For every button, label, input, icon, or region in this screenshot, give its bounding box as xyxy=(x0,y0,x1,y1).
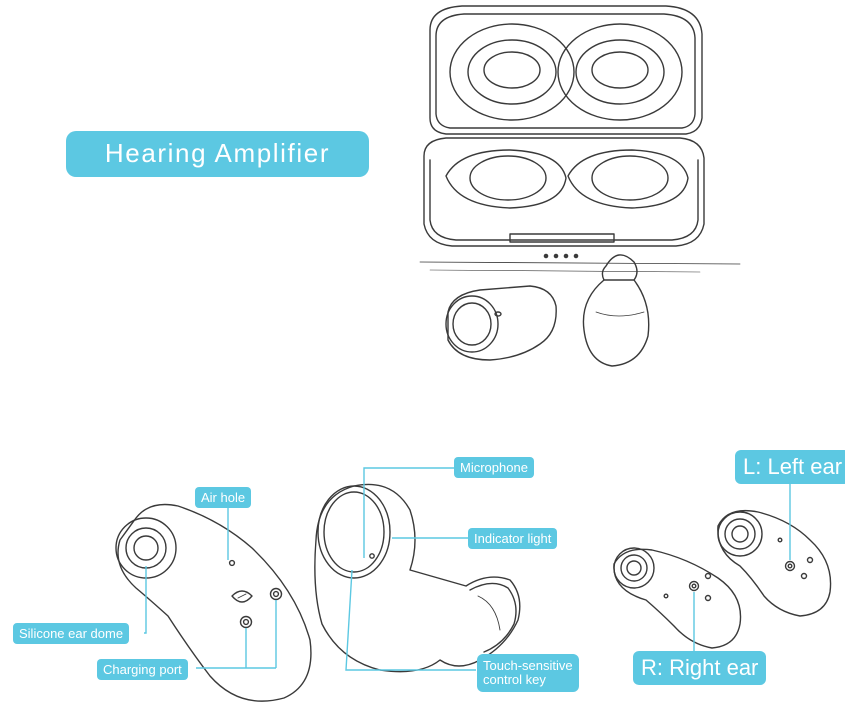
charging-case-drawing xyxy=(419,5,741,367)
touch-control-key-label: Touch-sensitive control key xyxy=(477,654,579,692)
ear-dome-leader xyxy=(144,566,147,634)
touch-control-leader xyxy=(345,569,476,671)
charging-port-label: Charging port xyxy=(97,659,188,680)
air-hole-label: Air hole xyxy=(195,487,252,508)
charging-port-leader xyxy=(196,600,277,669)
indicator-light-label: Indicator light xyxy=(468,528,558,549)
page-title: Hearing Amplifier xyxy=(104,138,331,169)
right-ear-label: R: Right ear xyxy=(633,651,767,685)
earbud-pair-drawing xyxy=(613,509,832,649)
microphone-leader xyxy=(363,467,458,558)
earbud-back-drawing xyxy=(314,483,521,673)
silicone-ear-dome-label: Silicone ear dome xyxy=(13,623,130,644)
callout-leaders xyxy=(144,467,791,671)
microphone-label: Microphone xyxy=(454,457,534,478)
left-ear-label: L: Left ear xyxy=(735,450,845,484)
title-banner: Hearing Amplifier xyxy=(66,131,369,177)
